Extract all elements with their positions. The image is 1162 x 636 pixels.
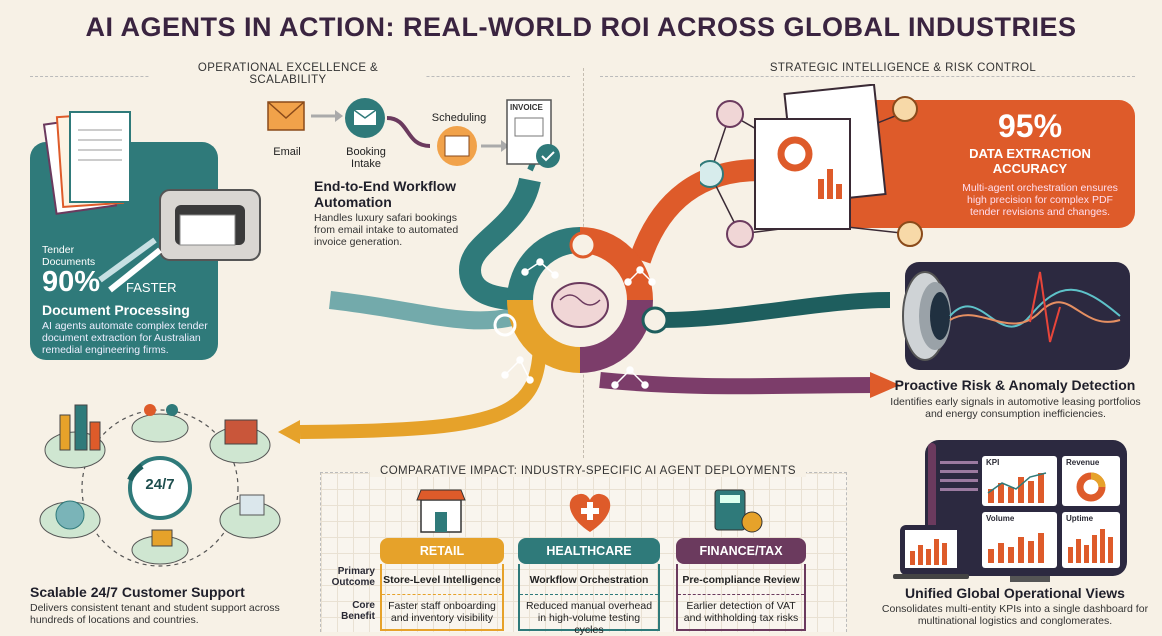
accuracy-description: Multi-agent orchestration ensures high p… — [962, 182, 1118, 218]
healthcare-outcome: Workflow Orchestration — [529, 574, 649, 586]
laptop-screen — [900, 525, 962, 575]
row-label-benefit: Core Benefit — [341, 600, 375, 622]
right-section-header: STRATEGIC INTELLIGENCE & RISK CONTROL — [760, 62, 1046, 74]
support-network-icon — [39, 404, 281, 567]
finance-column — [676, 564, 806, 631]
revenue-donut — [1076, 472, 1106, 502]
laptop-base — [893, 574, 969, 579]
tab-finance-tax: FINANCE/TAX — [676, 538, 806, 564]
revenue-panel: Revenue — [1062, 456, 1120, 506]
uptime-bars — [1068, 529, 1113, 563]
revenue-panel-label: Revenue — [1066, 458, 1100, 467]
dashboard-menu-lines — [940, 455, 978, 567]
workflow-pipeline — [267, 98, 560, 168]
tab-retail: RETAIL — [380, 538, 504, 564]
tab-healthcare: HEALTHCARE — [518, 538, 660, 564]
healthcare-column — [518, 564, 660, 631]
dashboard-title: Unified Global Operational Views — [905, 585, 1125, 601]
retail-column — [380, 564, 504, 631]
risk-title: Proactive Risk & Anomaly Detection — [894, 377, 1136, 393]
support-24-7-badge: 24/7 — [145, 476, 175, 493]
finance-outcome: Pre-compliance Review — [682, 574, 800, 586]
support-description: Delivers consistent tenant and student s… — [30, 602, 280, 626]
workflow-booking-label: Booking Intake — [346, 146, 386, 170]
finance-divider — [678, 594, 804, 595]
shop-icon — [416, 489, 466, 533]
right-section-rule — [600, 76, 1135, 77]
left-section-header: OPERATIONAL EXCELLENCE & SCALABILITY — [150, 62, 426, 86]
kpi-panel-label: KPI — [986, 458, 1000, 467]
tender-label: Tender Documents — [42, 244, 96, 268]
volume-panel: Volume — [982, 512, 1057, 568]
tender-stat-word: FASTER — [126, 280, 177, 295]
network-dashboard-icon — [700, 84, 923, 248]
healthcare-divider — [520, 594, 658, 595]
tender-description: AI agents automate complex tender docume… — [42, 320, 208, 356]
retail-divider — [382, 594, 502, 595]
accuracy-title: DATA EXTRACTION ACCURACY — [969, 146, 1091, 176]
laptop-chart — [905, 530, 957, 568]
page-title: AI AGENTS IN ACTION: REAL-WORLD ROI ACRO… — [85, 12, 1077, 42]
row-label-outcome: Primary Outcome — [331, 566, 375, 588]
finance-benefit: Earlier detection of VAT and withholding… — [683, 600, 799, 624]
comparison-header: COMPARATIVE IMPACT: INDUSTRY-SPECIFIC AI… — [370, 465, 806, 477]
kpi-panel: KPI — [982, 456, 1057, 506]
calculator-coin-icon — [714, 489, 763, 533]
monitor-stand — [1010, 576, 1050, 582]
retail-benefit: Faster staff onboarding and inventory vi… — [388, 600, 496, 624]
workflow-scheduling-label: Scheduling — [431, 112, 487, 124]
uptime-panel-label: Uptime — [1066, 514, 1094, 523]
tender-stat-title: Document Processing — [42, 302, 190, 318]
dashboard-sidebar — [928, 443, 936, 573]
workflow-title: End-to-End Workflow Automation — [314, 178, 457, 210]
invoice-label: INVOICE — [510, 103, 543, 112]
volume-bars — [988, 533, 1044, 563]
industry-icons — [416, 489, 763, 533]
workflow-description: Handles luxury safari bookings from emai… — [314, 212, 459, 248]
signal-scanner-icon — [902, 271, 1121, 361]
dashboard-description: Consolidates multi-entity KPIs into a si… — [881, 603, 1149, 627]
volume-panel-label: Volume — [986, 514, 1015, 523]
workflow-email-label: Email — [273, 146, 301, 158]
uptime-panel: Uptime — [1062, 512, 1120, 568]
healthcare-benefit: Reduced manual overhead in high-volume t… — [525, 600, 653, 636]
document-shredder-icon — [42, 111, 261, 293]
heart-plus-icon — [569, 493, 611, 532]
retail-outcome: Store-Level Intelligence — [383, 574, 501, 586]
accuracy-stat-number: 95% — [997, 108, 1063, 144]
support-title: Scalable 24/7 Customer Support — [30, 584, 245, 600]
kpi-bars — [987, 472, 1047, 503]
risk-description: Identifies early signals in automotive l… — [890, 396, 1141, 420]
tender-stat-number: 90% — [42, 266, 101, 298]
